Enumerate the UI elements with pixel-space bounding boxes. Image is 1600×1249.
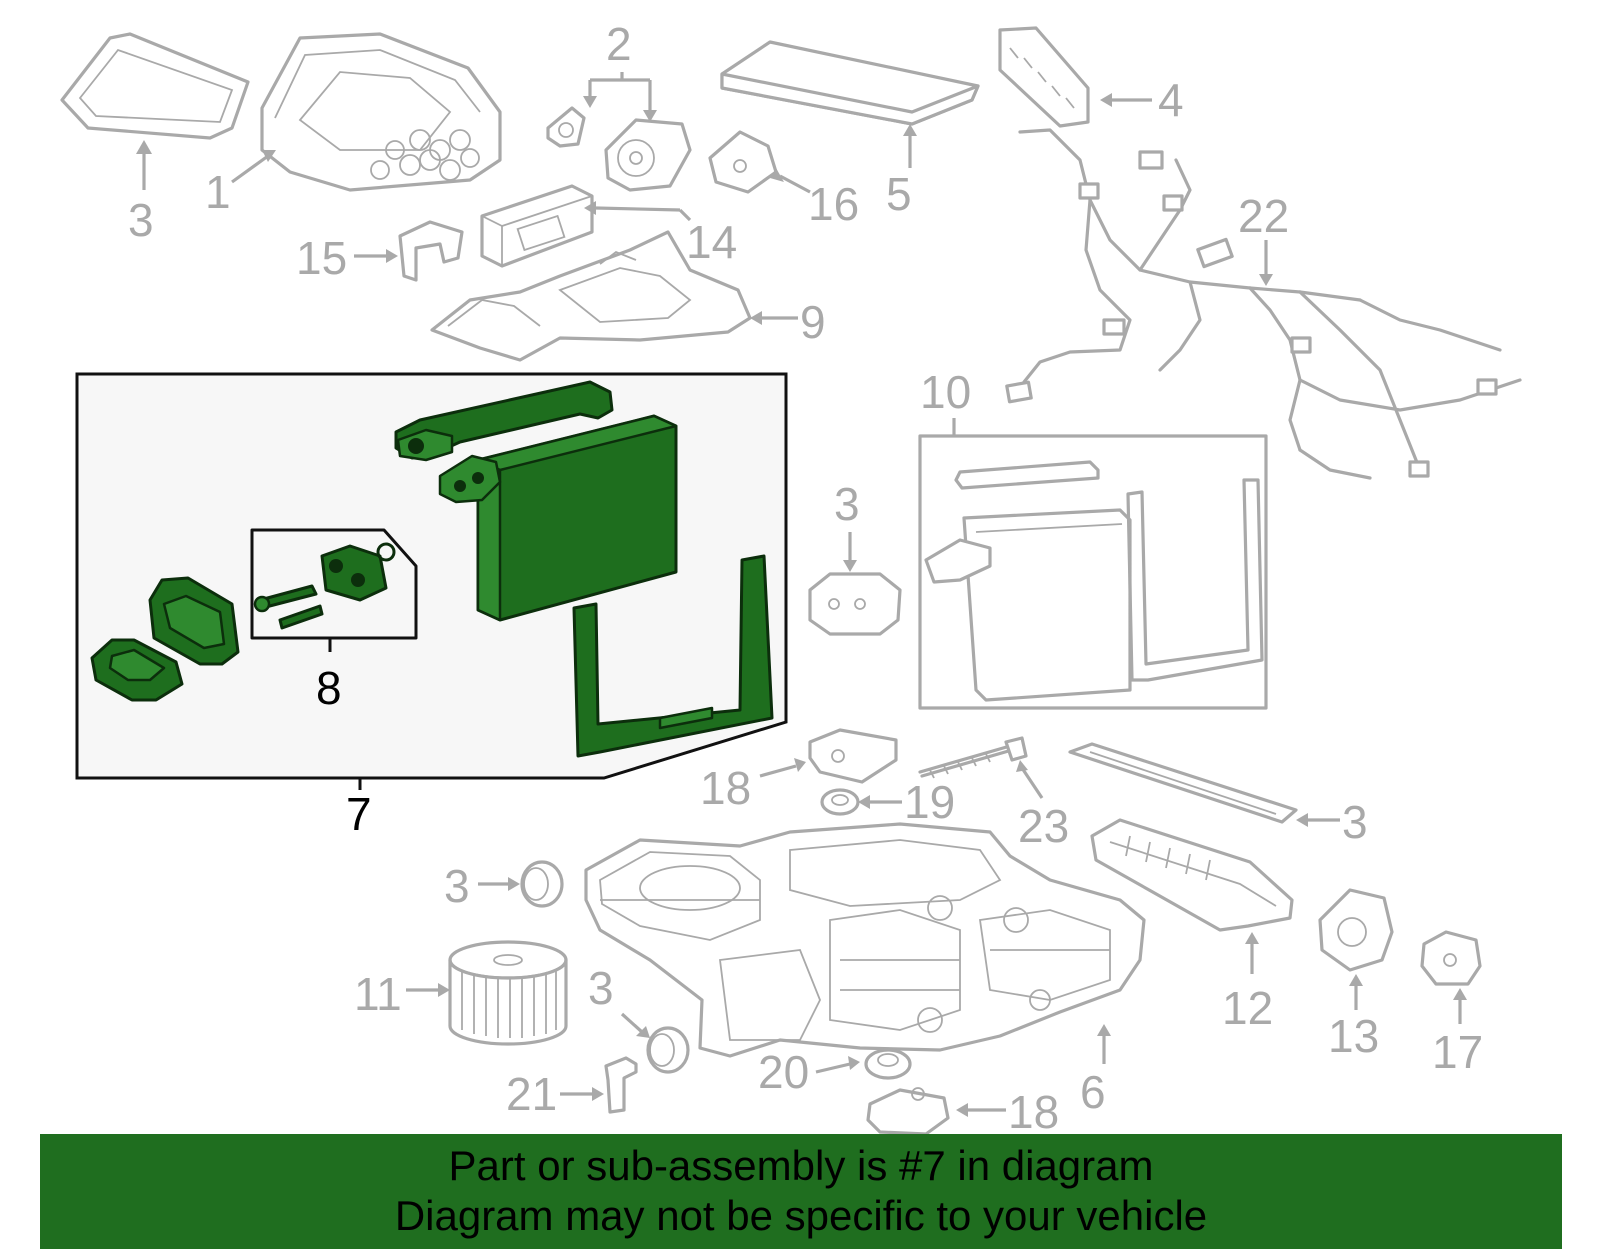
part-9-duct bbox=[430, 230, 798, 362]
part-22-harness bbox=[1005, 128, 1522, 480]
callout-23: 23 bbox=[1018, 800, 1069, 852]
callout-11: 11 bbox=[354, 968, 402, 1020]
part-5-filter bbox=[720, 40, 980, 168]
part-19-grommet bbox=[820, 788, 902, 816]
callout-12: 12 bbox=[1222, 982, 1273, 1034]
part-4-module bbox=[998, 26, 1152, 128]
part-18-actuator-upper bbox=[759, 728, 898, 784]
part-23-screw bbox=[918, 736, 1044, 799]
callout-3-grommet-left: 3 bbox=[444, 860, 470, 912]
callout-8: 8 bbox=[316, 662, 342, 714]
callout-2: 2 bbox=[606, 18, 632, 70]
callout-20: 20 bbox=[758, 1046, 809, 1098]
part-7-evaporator-assembly bbox=[75, 372, 788, 790]
part-17-actuator bbox=[1420, 930, 1482, 1024]
part-1-upper-case bbox=[231, 32, 502, 192]
part-3-grommet-lower bbox=[620, 1012, 690, 1074]
callout-7: 7 bbox=[346, 788, 372, 840]
callout-16: 16 bbox=[808, 178, 859, 230]
part-18-actuator-lower bbox=[866, 1087, 1006, 1136]
banner-line-part: Part or sub-assembly is #7 in diagram bbox=[448, 1142, 1154, 1189]
callout-13: 13 bbox=[1328, 1010, 1379, 1062]
part-3-seal-top-left bbox=[60, 32, 250, 190]
callout-3-grommet-lower: 3 bbox=[588, 962, 614, 1014]
part-20-grommet bbox=[815, 1048, 912, 1080]
part-15-clip bbox=[354, 220, 464, 282]
part-10-core-kit bbox=[918, 418, 1268, 710]
callout-4: 4 bbox=[1158, 74, 1184, 126]
callout-15: 15 bbox=[296, 232, 347, 284]
banner-line-disclaimer: Diagram may not be specific to your vehi… bbox=[394, 1192, 1208, 1239]
part-12-duct bbox=[1090, 818, 1294, 974]
callout-19: 19 bbox=[904, 776, 955, 828]
part-3-seal-long bbox=[1068, 742, 1340, 827]
callout-1: 1 bbox=[205, 166, 231, 218]
callout-3-center: 3 bbox=[834, 478, 860, 530]
part-16-actuator bbox=[708, 130, 811, 194]
part-11-blower-motor bbox=[406, 940, 568, 1046]
part-14-control bbox=[480, 184, 692, 268]
callout-22: 22 bbox=[1238, 190, 1289, 242]
callout-3-right: 3 bbox=[1342, 796, 1368, 848]
callout-5: 5 bbox=[886, 168, 912, 220]
callout-18-upper: 18 bbox=[700, 762, 751, 814]
callout-3-top-left: 3 bbox=[128, 194, 154, 246]
part-13-actuator bbox=[1318, 888, 1394, 1010]
callout-6: 6 bbox=[1080, 1066, 1106, 1118]
callout-10: 10 bbox=[920, 366, 971, 418]
part-21-drain-hose bbox=[560, 1056, 638, 1114]
part-3-grommet-left bbox=[478, 860, 564, 908]
part-2-actuator bbox=[546, 72, 692, 192]
callout-17: 17 bbox=[1432, 1026, 1483, 1078]
part-3-seal-center bbox=[808, 532, 902, 636]
part-6-hvac-case bbox=[584, 822, 1146, 1064]
info-banner: Part or sub-assembly is #7 in diagram Di… bbox=[40, 1134, 1562, 1249]
callout-14: 14 bbox=[686, 216, 737, 268]
callout-21: 21 bbox=[506, 1068, 557, 1120]
callout-9: 9 bbox=[800, 296, 826, 348]
callout-18-lower: 18 bbox=[1008, 1086, 1059, 1138]
